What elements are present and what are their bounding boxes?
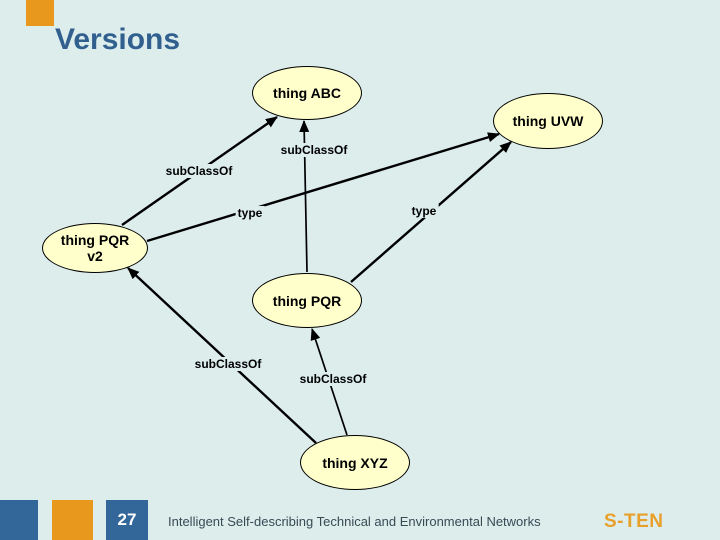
edge-line-pqrv2-to-uvw	[146, 132, 500, 243]
edge-label-type-2: type	[409, 204, 439, 218]
edge-label-subclassof-2: subClassOf	[278, 143, 350, 157]
edge-line-xyz-to-pqrv2	[127, 267, 317, 444]
node-thing-uvw: thing UVW	[493, 93, 603, 149]
node-thing-abc-label: thing ABC	[273, 85, 341, 101]
node-thing-abc: thing ABC	[252, 66, 362, 120]
sten-logo: S-TEN	[604, 511, 664, 532]
node-thing-pqr: thing PQR	[252, 273, 362, 328]
title-accent-square	[26, 0, 54, 26]
node-thing-xyz: thing XYZ	[300, 435, 410, 490]
footer-text: Intelligent Self-describing Technical an…	[168, 514, 541, 529]
node-thing-pqr-v2-label: thing PQR	[60, 232, 130, 248]
page-title: Versions	[55, 23, 181, 56]
edge-label-subclassof-4: subClassOf	[297, 372, 369, 386]
node-thing-pqr-label: thing PQR	[272, 292, 342, 309]
edge-label-type-1: type	[235, 206, 265, 220]
edge-label-subclassof-1: subClassOf	[163, 164, 235, 178]
node-thing-xyz-label: thing XYZ	[322, 454, 388, 471]
footer-square-blue-1	[0, 500, 38, 540]
page-number-box: 27	[106, 500, 148, 540]
node-thing-uvw-label: thing UVW	[512, 113, 584, 129]
node-thing-pqr-v2-label-line2: v2	[87, 248, 103, 264]
page-number: 27	[117, 510, 137, 529]
node-thing-pqr-v2: thing PQR v2	[42, 223, 148, 273]
edge-label-subclassof-3: subClassOf	[192, 357, 264, 371]
footer-square-orange	[52, 500, 93, 540]
